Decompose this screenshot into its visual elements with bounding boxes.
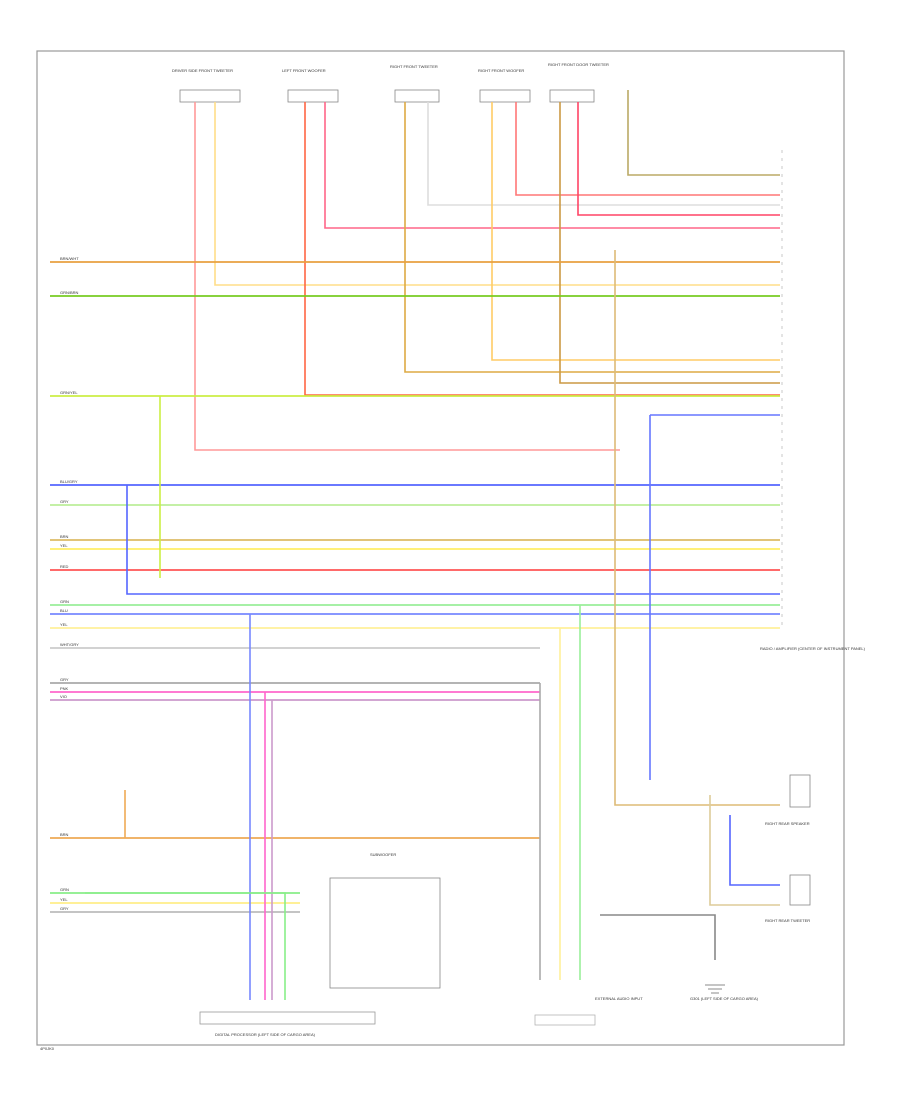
- drop-rfdt-pos: [559, 102, 780, 384]
- wire-label-13: PNK: [60, 686, 69, 691]
- drop-driver-neg: [214, 102, 780, 286]
- ground-label: G301 (LEFT SIDE OF CARGO AREA): [690, 996, 759, 1001]
- component-label-right-front-tweeter: RIGHT FRONT TWEETER: [390, 64, 438, 69]
- module-label: RADIO / AMPLIFIER (CENTER OF INSTRUMENT …: [760, 646, 866, 651]
- drop-driver-pos: [194, 102, 620, 451]
- drop-lfw-pos: [304, 102, 780, 396]
- wire-label-3: BLU/GRY: [60, 479, 78, 484]
- route-rear-3: [729, 815, 780, 886]
- speaker-drop-wires: [194, 90, 780, 451]
- wire-label-15: BRN: [60, 832, 69, 837]
- route-rear-blu: [649, 414, 780, 780]
- wire-label-16: GRN: [60, 887, 69, 892]
- drop-rft-pos: [404, 102, 780, 373]
- drop-rfw-pos: [491, 102, 780, 361]
- route-blugry: [126, 485, 780, 595]
- wire-label-8: GRN: [60, 599, 69, 604]
- rear-speaker-label-2: RIGHT REAR TWEETER: [765, 918, 810, 923]
- wire-label-10: YEL: [60, 622, 68, 627]
- horizontal-wires: [50, 261, 780, 913]
- wire-label-7: RED: [60, 564, 69, 569]
- component-right-front-woofer: RIGHT FRONT WOOFER: [478, 68, 531, 103]
- component-driver-front: DRIVER SIDE FRONT TWEETER: [172, 68, 241, 103]
- wire-label-14: VIO: [60, 694, 67, 699]
- component-right-front-tweeter: RIGHT FRONT TWEETER: [390, 64, 440, 103]
- component-left-front-woofer: LEFT FRONT WOOFER: [282, 68, 339, 103]
- route-ground: [600, 914, 716, 960]
- rear-speakers: RIGHT REAR SPEAKER RIGHT REAR TWEETER: [765, 774, 811, 923]
- wire-label-9: BLU: [60, 608, 68, 613]
- amplifier-box: [199, 1011, 376, 1025]
- component-right-front-door-tweeter: RIGHT FRONT DOOR TWEETER: [548, 62, 609, 103]
- component-label-driver-front: DRIVER SIDE FRONT TWEETER: [172, 68, 233, 73]
- wire-label-17: YEL: [60, 897, 68, 902]
- footer-code: 4P0JK0: [40, 1046, 55, 1051]
- wire-label-4: GRY: [60, 499, 69, 504]
- wire-label-12: GRY: [60, 677, 69, 682]
- bottom-modules: DIGITAL PROCESSOR (LEFT SIDE OF CARGO AR…: [199, 852, 759, 1037]
- antenna-label: EXTERNAL AUDIO INPUT: [595, 996, 643, 1001]
- route-grn-amp: [85, 892, 286, 1000]
- wire-label-6: YEL: [60, 543, 68, 548]
- rear-speaker-box-2: [789, 874, 811, 906]
- drop-rfdt-neg: [577, 102, 780, 216]
- component-label-right-front-door-tweeter: RIGHT FRONT DOOR TWEETER: [548, 62, 609, 67]
- subwoofer-label: SUBWOOFER: [370, 852, 396, 857]
- rear-speaker-label-1: RIGHT REAR SPEAKER: [765, 821, 810, 826]
- route-rear-2: [709, 795, 780, 906]
- antenna-box: [534, 1014, 596, 1026]
- wire-label-0: BRN/WHT: [60, 256, 79, 261]
- amplifier-label: DIGITAL PROCESSOR (LEFT SIDE OF CARGO AR…: [215, 1032, 316, 1037]
- drop-rfw-neg: [515, 102, 780, 196]
- routing-wires: [85, 250, 780, 1000]
- drop-lfw-neg: [324, 102, 780, 229]
- wire-label-2: GRN/YEL: [60, 390, 78, 395]
- route-rear-brn: [614, 250, 780, 806]
- wire-label-1: GRN/BRN: [60, 290, 79, 295]
- diagram-border: [36, 50, 845, 1046]
- ground-symbol: [705, 984, 725, 994]
- wire-labels: BRN/WHT GRN/BRN GRN/YEL BLU/GRY GRY BRN YEL RED…: [60, 256, 79, 911]
- wire-label-11: WHT/GRY: [60, 642, 79, 647]
- wire-label-18: GRY: [60, 906, 69, 911]
- drop-rft-neg: [427, 102, 780, 206]
- component-label-left-front-woofer: LEFT FRONT WOOFER: [282, 68, 326, 73]
- drop-misc: [627, 90, 780, 176]
- subwoofer-box: [329, 877, 441, 989]
- wire-label-5: BRN: [60, 534, 69, 539]
- rear-speaker-box-1: [789, 774, 811, 808]
- component-label-right-front-woofer: RIGHT FRONT WOOFER: [478, 68, 524, 73]
- top-components: DRIVER SIDE FRONT TWEETER LEFT FRONT WOO…: [172, 62, 609, 103]
